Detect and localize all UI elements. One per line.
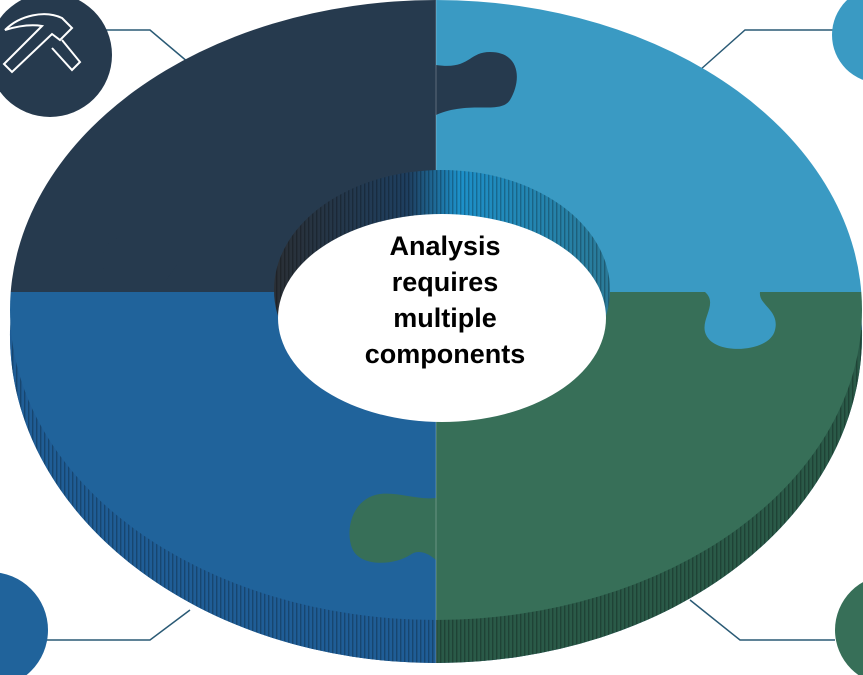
center-label-line-3: multiple: [393, 303, 497, 333]
center-label: Analysis requires multiple components: [340, 228, 550, 372]
puzzle-tab-bottom: [349, 493, 436, 563]
center-label-line-1: Analysis: [389, 231, 501, 261]
bottom-right-icon-circle: [835, 582, 863, 675]
hammer-icon: [2, 13, 82, 74]
connector-line-bottom-right: [689, 599, 835, 641]
ring-hole: [274, 170, 610, 422]
puzzle-tab-right: [704, 292, 776, 349]
center-label-line-4: components: [364, 339, 526, 369]
center-label-line-2: requires: [391, 267, 499, 297]
top-left-icon-circle: [0, 0, 112, 117]
top-right-icon-circle: [832, 0, 863, 80]
bottom-left-icon-circle: [0, 572, 48, 675]
puzzle-tab-top: [436, 52, 517, 115]
puzzle-tab-left: [100, 233, 180, 292]
connector-line-top-right: [699, 29, 835, 71]
connector-line-bottom-left: [45, 609, 191, 641]
